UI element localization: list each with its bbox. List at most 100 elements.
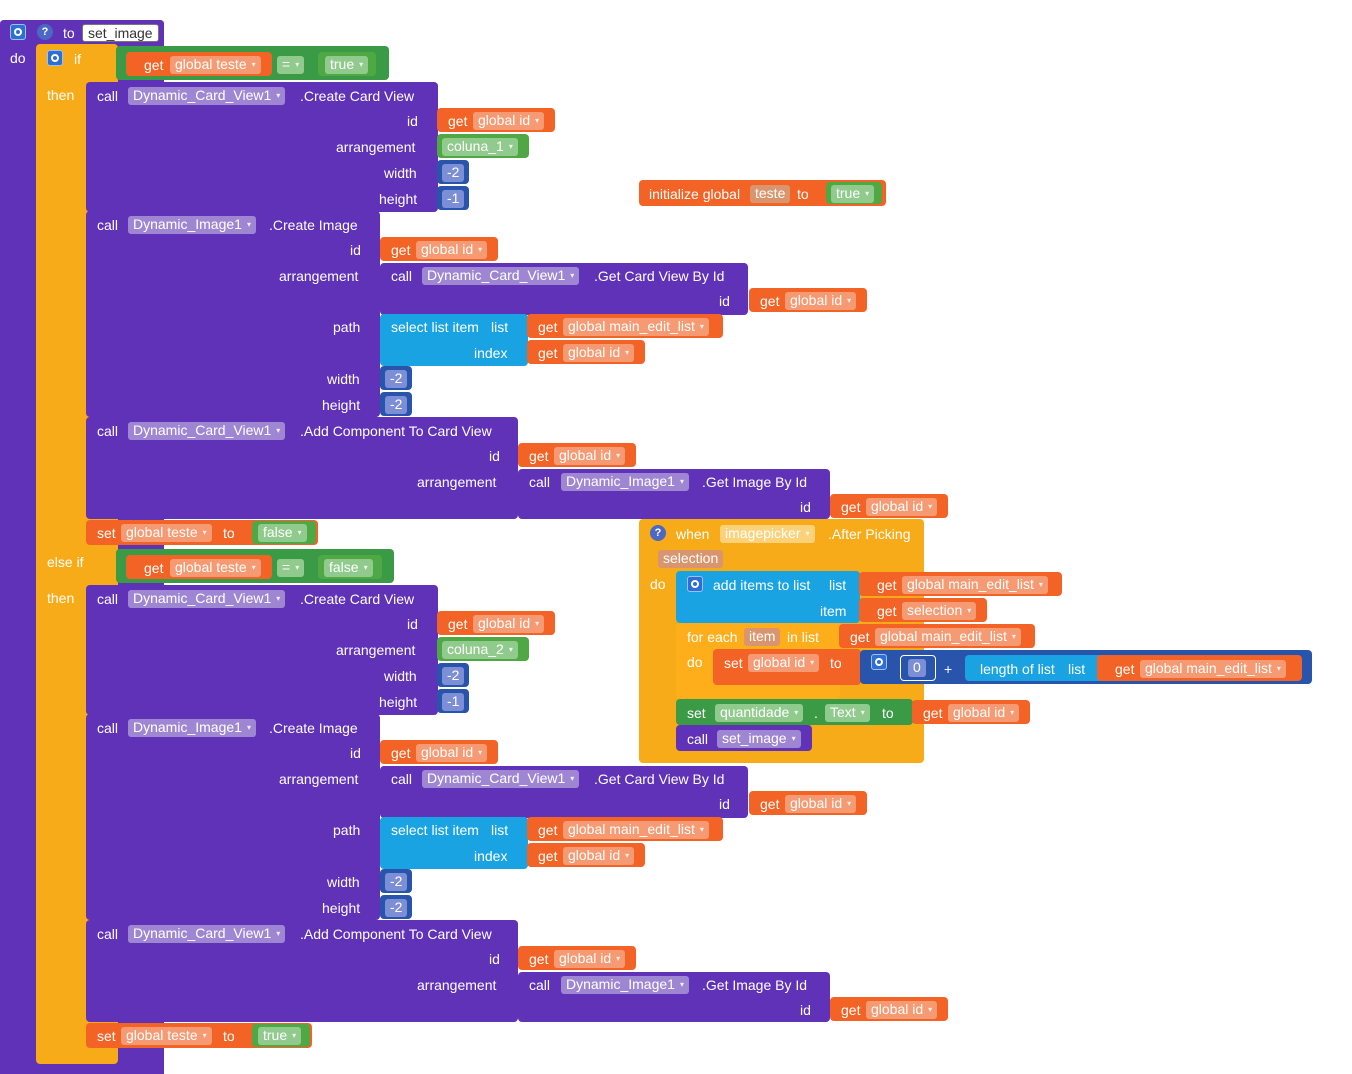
- mutator-gear-icon[interactable]: [10, 24, 26, 40]
- var-dropdown[interactable]: global id▾: [748, 654, 820, 672]
- component-dropdown[interactable]: Dynamic_Image1▾: [128, 216, 256, 234]
- coluna-dropdown[interactable]: coluna_1▾: [442, 138, 518, 156]
- height-label: height: [322, 397, 361, 413]
- else-if-label: else if: [47, 554, 84, 570]
- param-selection[interactable]: selection: [658, 550, 724, 568]
- component-dropdown[interactable]: Dynamic_Card_View1▾: [128, 422, 286, 440]
- if-mutator-gear-icon[interactable]: [47, 50, 63, 66]
- arrangement-label: arrangement: [279, 268, 359, 284]
- component-dropdown[interactable]: imagepicker▾: [720, 525, 815, 543]
- var-dropdown[interactable]: global id▾: [563, 847, 635, 865]
- var-dropdown[interactable]: global id▾: [554, 950, 626, 968]
- var-dropdown[interactable]: global id▾: [416, 744, 488, 762]
- var-dropdown[interactable]: global teste▾: [121, 1027, 212, 1045]
- to-label: to: [797, 186, 809, 202]
- false-dropdown[interactable]: false▾: [324, 559, 373, 577]
- var-dropdown[interactable]: global id▾: [473, 615, 545, 633]
- var-dropdown[interactable]: global id▾: [473, 112, 545, 130]
- var-dropdown[interactable]: global id▾: [416, 241, 488, 259]
- var-dropdown[interactable]: global teste▾: [170, 56, 261, 74]
- method-label: .Get Image By Id: [702, 474, 808, 490]
- component-dropdown[interactable]: Dynamic_Card_View1▾: [422, 770, 580, 788]
- component-dropdown[interactable]: Dynamic_Image1▾: [561, 473, 689, 491]
- add-items-block[interactable]: [676, 571, 860, 623]
- var-dropdown[interactable]: global id▾: [785, 795, 857, 813]
- false-dropdown[interactable]: false▾: [258, 524, 307, 542]
- component-dropdown[interactable]: Dynamic_Card_View1▾: [422, 267, 580, 285]
- width-label: width: [327, 371, 360, 387]
- var-dropdown[interactable]: global teste▾: [170, 559, 261, 577]
- number-field[interactable]: -2: [385, 370, 408, 388]
- var-dropdown[interactable]: global id▾: [563, 344, 635, 362]
- var-dropdown[interactable]: global id▾: [866, 1001, 938, 1019]
- create-image-block-1[interactable]: [86, 211, 380, 417]
- var-dropdown[interactable]: global main_edit_list▾: [902, 576, 1048, 594]
- number-field[interactable]: -1: [442, 190, 465, 208]
- dropdown-arrow-icon: ▾: [276, 91, 281, 100]
- number-field[interactable]: -1: [442, 693, 465, 711]
- dropdown-arrow-icon: ▾: [363, 563, 368, 572]
- eq-operator-dropdown[interactable]: =▾: [277, 559, 305, 577]
- call-label: call: [391, 771, 413, 787]
- coluna-dropdown[interactable]: coluna_2▾: [442, 641, 518, 659]
- get-label: get: [391, 242, 411, 258]
- component-dropdown[interactable]: Dynamic_Card_View1▾: [128, 590, 286, 608]
- get-label: get: [538, 319, 558, 335]
- number-field[interactable]: -2: [385, 396, 408, 414]
- id-label: id: [407, 616, 418, 632]
- dropdown-arrow-icon: ▾: [508, 142, 513, 151]
- get-label: get: [529, 448, 549, 464]
- number-field[interactable]: -2: [385, 899, 408, 917]
- select-list-item-block[interactable]: [380, 817, 528, 869]
- help-icon[interactable]: ?: [650, 525, 666, 541]
- var-dropdown[interactable]: global main_edit_list▾: [563, 318, 709, 336]
- dropdown-arrow-icon: ▾: [478, 245, 483, 254]
- true-dropdown[interactable]: true▾: [258, 1027, 302, 1045]
- procedure-dropdown[interactable]: set_image▾: [717, 730, 801, 748]
- create-image-block-2[interactable]: [86, 714, 380, 920]
- var-dropdown[interactable]: global main_edit_list▾: [1140, 660, 1286, 678]
- component-dropdown[interactable]: Dynamic_Image1▾: [128, 719, 256, 737]
- when-label: when: [676, 526, 710, 542]
- global-name-field[interactable]: teste: [750, 185, 791, 203]
- var-dropdown[interactable]: global id▾: [866, 498, 938, 516]
- var-dropdown[interactable]: global teste▾: [121, 524, 212, 542]
- dropdown-arrow-icon: ▾: [295, 563, 300, 572]
- property-dropdown[interactable]: Text▾: [825, 704, 870, 722]
- dropdown-arrow-icon: ▾: [860, 708, 865, 717]
- var-dropdown[interactable]: global id▾: [785, 292, 857, 310]
- number-field[interactable]: -2: [442, 667, 465, 685]
- get-label: get: [877, 577, 897, 593]
- dropdown-arrow-icon: ▾: [810, 658, 815, 667]
- component-dropdown[interactable]: Dynamic_Card_View1▾: [128, 925, 286, 943]
- procedure-name-field[interactable]: set_image: [82, 24, 159, 42]
- true-dropdown[interactable]: true▾: [831, 185, 875, 203]
- dropdown-arrow-icon: ▾: [251, 563, 256, 572]
- dropdown-arrow-icon: ▾: [679, 980, 684, 989]
- dropdown-arrow-icon: ▾: [276, 426, 281, 435]
- mutator-gear-icon[interactable]: [871, 654, 887, 670]
- var-dropdown[interactable]: global main_edit_list▾: [563, 821, 709, 839]
- length-of-list-block[interactable]: [965, 655, 1107, 681]
- mutator-gear-icon[interactable]: [687, 576, 703, 592]
- number-field[interactable]: 0: [908, 659, 926, 677]
- component-dropdown[interactable]: Dynamic_Card_View1▾: [128, 87, 286, 105]
- loop-var-field[interactable]: item: [744, 628, 781, 646]
- component-dropdown[interactable]: quantidade▾: [715, 704, 804, 722]
- for-each-label: for each: [687, 629, 738, 645]
- to-label: to: [830, 655, 842, 671]
- select-list-item-block[interactable]: [380, 314, 528, 366]
- dropdown-arrow-icon: ▾: [295, 60, 300, 69]
- var-dropdown[interactable]: selection▾: [902, 602, 977, 620]
- true-dropdown[interactable]: true▾: [325, 56, 369, 74]
- number-field[interactable]: -2: [385, 873, 408, 891]
- var-dropdown[interactable]: global main_edit_list▾: [875, 628, 1021, 646]
- var-dropdown[interactable]: global id▾: [554, 447, 626, 465]
- number-field[interactable]: -2: [442, 164, 465, 182]
- list-label: list: [491, 822, 509, 838]
- help-icon[interactable]: ?: [37, 24, 53, 40]
- eq-operator-dropdown[interactable]: =▾: [277, 56, 305, 74]
- component-dropdown[interactable]: Dynamic_Image1▾: [561, 976, 689, 994]
- var-dropdown[interactable]: global id▾: [948, 704, 1020, 722]
- id-label: id: [719, 796, 730, 812]
